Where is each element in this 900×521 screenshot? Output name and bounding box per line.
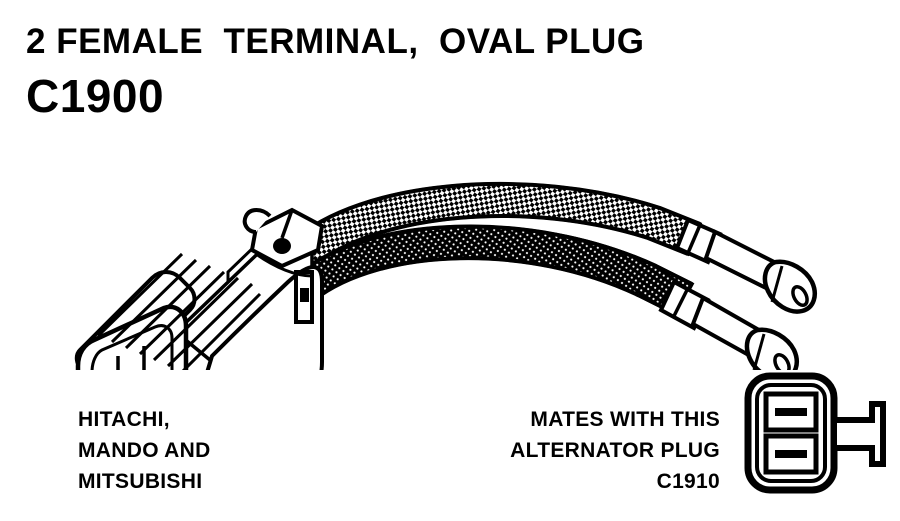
applications-text: HITACHI, MANDO AND MITSUBISHI — [78, 408, 211, 493]
heading-block: 2 FEMALE TERMINAL, OVAL PLUG C1900 — [26, 24, 866, 119]
mates-with-text: MATES WITH THIS ALTERNATOR PLUG C1910 — [510, 408, 720, 493]
wire-upper — [289, 181, 817, 314]
housing-ribs — [96, 252, 262, 370]
terminal-upper — [674, 217, 817, 314]
side-latch-notch — [294, 270, 314, 324]
page-title: 2 FEMALE TERMINAL, OVAL PLUG — [26, 22, 645, 61]
connector-housing — [74, 207, 325, 370]
mating-plug-icon — [742, 370, 890, 498]
latch-tab — [242, 207, 325, 269]
part-number: C1900 — [26, 70, 165, 122]
terminal-lower — [658, 279, 799, 370]
terminal-cavities — [116, 346, 146, 370]
product-illustration — [60, 150, 860, 370]
